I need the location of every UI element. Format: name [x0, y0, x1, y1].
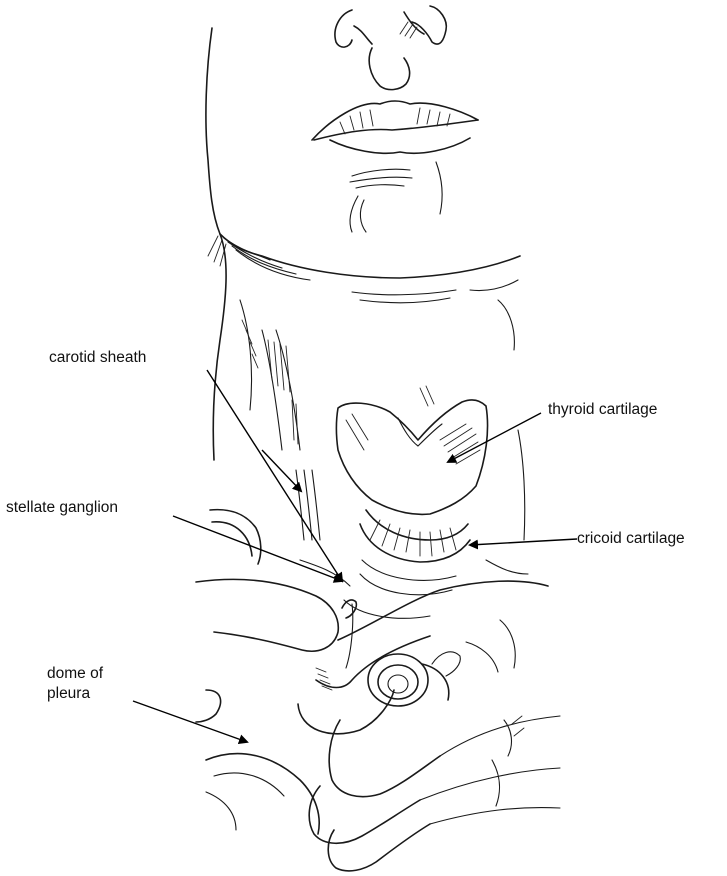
neck-structures	[262, 330, 528, 618]
pointer-carotid-sheath	[207, 370, 342, 581]
pointer-carotid-sheath-inner	[262, 450, 301, 491]
pointer-thyroid-cartilage	[448, 413, 541, 462]
label-stellate-ganglion: stellate ganglion	[6, 498, 118, 518]
pointer-dome-of-pleura	[133, 701, 247, 742]
label-pointers	[133, 370, 577, 742]
palpating-finger	[196, 510, 356, 722]
label-dome-of-pleura-line2: pleura	[47, 684, 90, 704]
pointer-stellate-ganglion	[173, 516, 342, 581]
label-carotid-sheath: carotid sheath	[49, 348, 146, 368]
label-thyroid-cartilage: thyroid cartilage	[548, 400, 657, 420]
label-cricoid-cartilage: cricoid cartilage	[577, 529, 685, 549]
injecting-hand	[298, 581, 560, 871]
label-dome-of-pleura-line1: dome of	[47, 664, 103, 684]
pleura-region	[206, 754, 319, 834]
face-drawing	[312, 6, 478, 232]
jaw-and-neck-outline	[206, 28, 520, 460]
